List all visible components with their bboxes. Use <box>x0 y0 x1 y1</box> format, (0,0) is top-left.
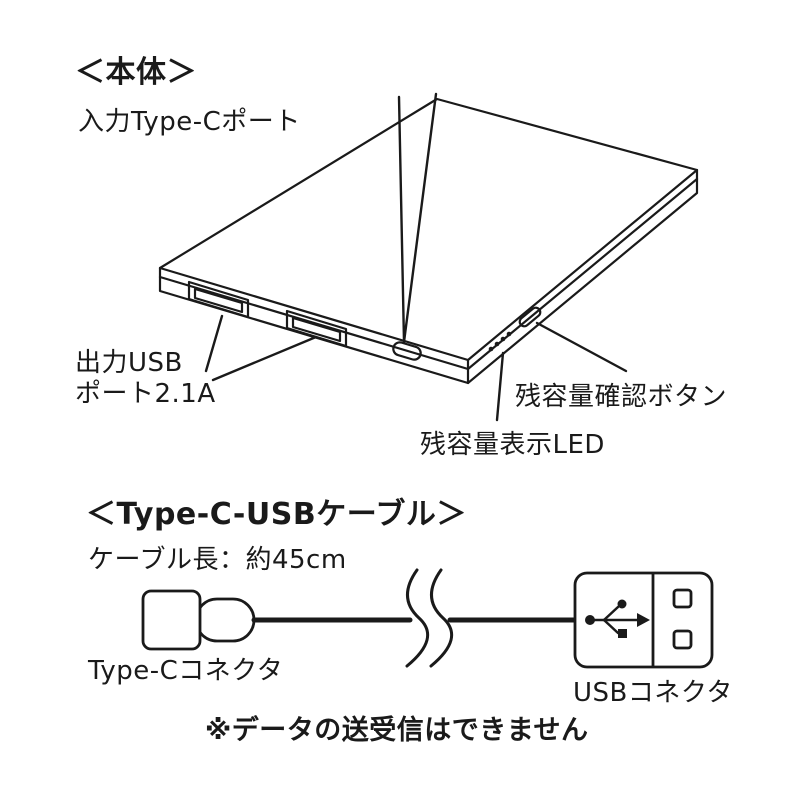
type-c-input-port <box>392 341 422 361</box>
device-top-face <box>158 97 699 362</box>
label-output-usb-port: 出力USB ポート2.1A <box>75 348 216 410</box>
usb-trident-icon <box>585 599 650 638</box>
section-title-main-unit: ＜本体＞ <box>75 55 197 90</box>
callout-leader-lines <box>204 92 628 422</box>
type-c-connector-drawing <box>141 589 256 651</box>
leader-output-port-1 <box>204 314 224 373</box>
label-output-usb-port-line1: 出力USB <box>75 348 183 378</box>
battery-led-indicators <box>488 331 512 352</box>
capacity-check-button <box>518 306 542 328</box>
label-capacity-check-button: 残容量確認ボタン <box>515 382 728 412</box>
leader-input-port <box>397 92 438 344</box>
leader-output-port-2 <box>211 335 318 382</box>
device-seam-line <box>158 177 699 371</box>
label-usb-connector: USBコネクタ <box>573 678 733 708</box>
power-bank-drawing <box>158 97 699 385</box>
usb-output-port-1 <box>187 280 250 319</box>
label-input-type-c-port: 入力Type-Cポート <box>78 107 301 137</box>
leader-led <box>495 351 505 422</box>
label-type-c-connector: Type-Cコネクタ <box>88 656 284 686</box>
section-title-cable: ＜Type-C-USBケーブル＞ <box>86 497 467 532</box>
label-capacity-led: 残容量表示LED <box>420 430 605 460</box>
label-output-usb-port-line2: ポート2.1A <box>75 379 216 409</box>
usb-output-port-2 <box>285 309 348 348</box>
label-cable-length: ケーブル長：約45cm <box>88 545 347 575</box>
cable-drawing <box>141 568 714 669</box>
label-data-transfer-note: ※データの送受信はできません <box>205 715 589 746</box>
usb-connector-drawing <box>573 571 714 669</box>
cable-break-symbol <box>405 568 453 668</box>
leader-check-button <box>535 321 628 373</box>
